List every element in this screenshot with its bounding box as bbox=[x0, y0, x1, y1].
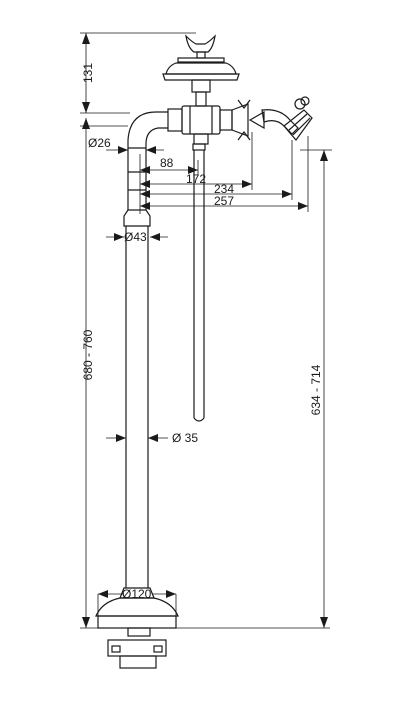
dim-len-172: 172 bbox=[186, 172, 206, 186]
dim-len-257: 257 bbox=[214, 194, 234, 208]
dim-dia-120: Ø120 bbox=[122, 587, 152, 601]
arrowhead bbox=[140, 202, 150, 210]
arrowhead bbox=[150, 233, 160, 241]
arrowhead bbox=[82, 118, 90, 129]
dim-height-spout: 634 - 714 bbox=[309, 364, 323, 415]
dim-dia-35: Ø 35 bbox=[172, 431, 198, 445]
dim-height-top: 131 bbox=[81, 63, 95, 83]
arrowhead bbox=[140, 166, 150, 174]
dimension-labels: 131 Ø26 88 172 234 257 Ø43 680 - 760 Ø 3… bbox=[81, 63, 323, 601]
arrowhead bbox=[82, 617, 90, 628]
dim-dia-26: Ø26 bbox=[88, 136, 111, 150]
floor-base bbox=[95, 587, 179, 669]
pipe-collar bbox=[123, 209, 151, 227]
arrowhead bbox=[118, 146, 128, 154]
arrowhead bbox=[98, 590, 108, 598]
dim-dia-43: Ø43 bbox=[124, 230, 147, 244]
arrowhead bbox=[282, 190, 292, 198]
arrowhead bbox=[82, 33, 90, 44]
arrowhead bbox=[116, 434, 126, 442]
top-handle bbox=[177, 34, 225, 63]
drop-rod bbox=[192, 143, 206, 422]
arrowhead bbox=[140, 190, 150, 198]
arrowhead bbox=[82, 102, 90, 113]
dim-height-total: 680 - 760 bbox=[81, 329, 95, 380]
mixer-body bbox=[167, 105, 233, 145]
main-pipe bbox=[125, 226, 149, 588]
arrowhead bbox=[148, 434, 158, 442]
dim-len-88: 88 bbox=[160, 156, 174, 170]
arrowhead bbox=[298, 202, 308, 210]
arrowhead bbox=[242, 180, 252, 188]
arrowhead bbox=[114, 233, 124, 241]
side-cross-handle bbox=[231, 99, 265, 141]
arrowhead bbox=[320, 150, 328, 161]
spout bbox=[261, 96, 313, 141]
arrowhead bbox=[146, 146, 156, 154]
arrowhead bbox=[320, 617, 328, 628]
faucet-outline bbox=[95, 34, 313, 669]
arrowhead bbox=[140, 180, 150, 188]
dim-len-234: 234 bbox=[214, 182, 234, 196]
curved-riser bbox=[127, 111, 168, 210]
upper-stem bbox=[195, 91, 207, 107]
dimension-lines bbox=[80, 32, 332, 629]
arrowhead bbox=[188, 166, 198, 174]
arrowhead bbox=[166, 590, 176, 598]
arrowheads bbox=[82, 33, 328, 628]
top-bell-cover bbox=[162, 62, 240, 93]
